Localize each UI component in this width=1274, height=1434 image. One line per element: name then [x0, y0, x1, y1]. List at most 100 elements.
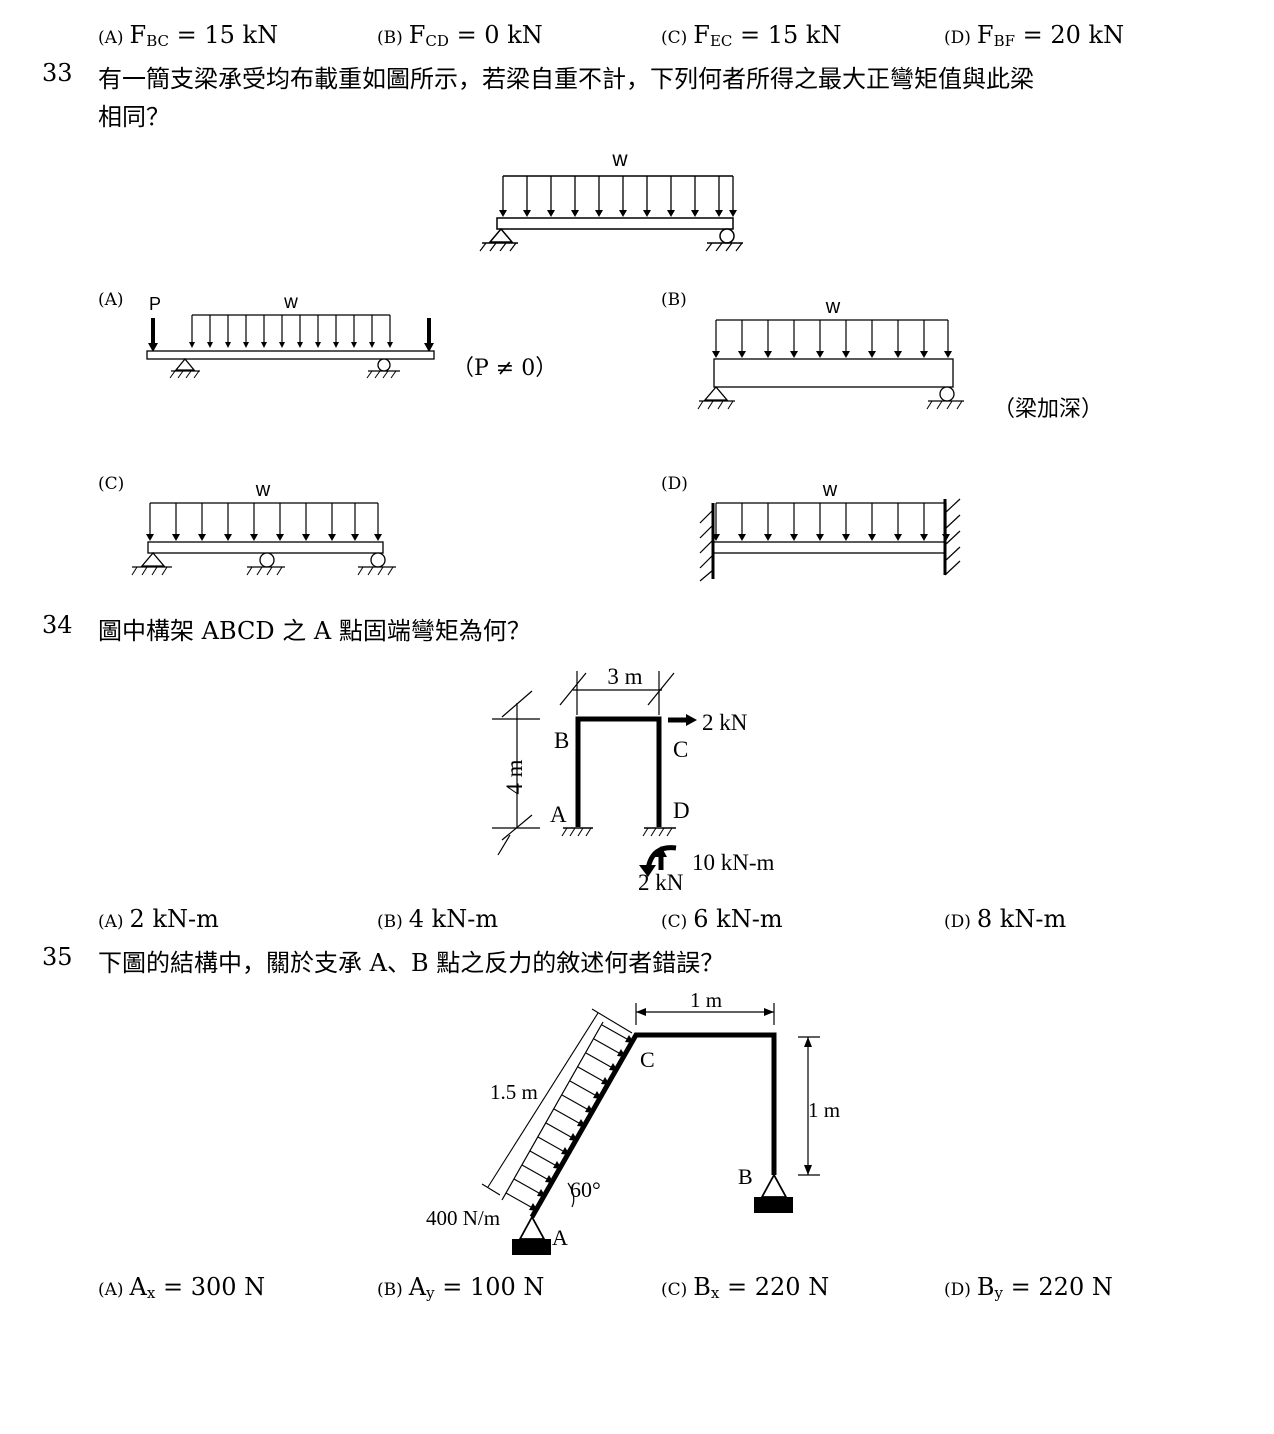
option-text: = 220 N — [1003, 1273, 1113, 1301]
option-text: = 0 kN — [448, 21, 543, 49]
option-text: = 220 N — [719, 1273, 830, 1301]
option-subscript: x — [146, 1284, 156, 1302]
option-text: = 15 kN — [732, 21, 842, 49]
option-marker: (B) — [377, 28, 403, 48]
node-label-b: B — [554, 728, 569, 753]
option-marker: (B) — [377, 912, 403, 932]
option-marker: (C) — [661, 28, 688, 48]
pin-support-b — [760, 1173, 788, 1198]
option-text: 6 kN-m — [693, 905, 783, 933]
q33-option-c[interactable]: (C) — [98, 467, 130, 495]
node-label-c: C — [673, 737, 688, 762]
option-text: 2 kN-m — [129, 905, 219, 933]
load-label: w — [822, 479, 838, 501]
q35-option-a[interactable]: (A)Ax = 300 N — [98, 1273, 265, 1302]
option-marker: (A) — [98, 290, 124, 310]
option-text: F — [976, 21, 994, 49]
option-c-figure: w — [131, 479, 396, 576]
frame-abcd-figure: 3 m 4 m 2 kN B C A D 10 kN-m 2 kN — [492, 664, 775, 895]
option-text: F — [693, 21, 710, 49]
load-envelope — [501, 1021, 604, 1201]
q32-option-d[interactable]: (D)FBF = 20 kN — [944, 21, 1124, 50]
option-marker: (B) — [661, 290, 687, 310]
option-text: A — [408, 1273, 427, 1301]
q34-option-a[interactable]: (A)2 kN-m — [98, 905, 219, 933]
q35-option-c[interactable]: (C)Bx = 220 N — [661, 1273, 829, 1302]
option-marker: (D) — [944, 28, 971, 48]
question-text-continued: 相同？ — [98, 103, 170, 131]
option-a-figure: P w — [146, 292, 435, 379]
beam — [496, 217, 734, 230]
option-marker: (C) — [661, 912, 688, 932]
option-marker: (A) — [98, 912, 124, 932]
q32-option-c[interactable]: (C)FEC = 15 kN — [661, 21, 841, 50]
option-marker: (D) — [944, 1280, 971, 1300]
option-subscript: BF — [993, 32, 1015, 50]
dimension-label-right: 1 m — [808, 1098, 840, 1122]
force-label-c: 2 kN — [702, 710, 748, 735]
q35-option-d[interactable]: (D)By = 220 N — [944, 1273, 1113, 1302]
option-text: B — [693, 1273, 711, 1301]
option-subscript: y — [426, 1284, 435, 1302]
node-label-d: D — [673, 798, 690, 823]
option-text: A — [129, 1273, 147, 1301]
q34-option-d[interactable]: (D)8 kN-m — [944, 905, 1066, 933]
load-label: w — [255, 479, 271, 501]
option-subscript: y — [994, 1284, 1004, 1302]
option-a-note: （P ≠ 0） — [452, 356, 558, 381]
q32-option-a[interactable]: (A)FBC = 15 kN — [98, 21, 278, 50]
question-number: 33 — [42, 59, 73, 87]
question-number: 35 — [42, 943, 73, 971]
node-label-a: A — [550, 802, 567, 827]
option-text: = 100 N — [434, 1273, 545, 1301]
q32-option-b[interactable]: (B)FCD = 0 kN — [377, 21, 543, 50]
load-arrows — [502, 176, 734, 215]
question-text: 下圖的結構中，關於支承 A、B 點之反力的敘述何者錯誤？ — [98, 949, 725, 977]
load-label: w — [825, 296, 841, 318]
option-b-figure: w — [697, 296, 964, 410]
dimension-label-top: 3 m — [607, 664, 642, 689]
q34-option-c[interactable]: (C)6 kN-m — [661, 905, 783, 933]
question-number: 34 — [42, 611, 73, 639]
dimension-label-top: 1 m — [690, 988, 722, 1012]
dimension-label-left: 4 m — [502, 759, 527, 794]
option-d-figure: w — [699, 479, 961, 582]
simple-beam-figure: w — [479, 148, 743, 252]
pin-support-a — [518, 1215, 546, 1240]
option-text: = 15 kN — [168, 21, 279, 49]
frame-members — [575, 716, 662, 827]
option-text: = 300 N — [155, 1273, 266, 1301]
option-text: F — [129, 21, 147, 49]
node-label-c: C — [640, 1047, 655, 1072]
load-label: w — [611, 148, 628, 171]
load-label: 400 N/m — [426, 1206, 500, 1230]
q35-option-b[interactable]: (B)Ay = 100 N — [377, 1273, 544, 1302]
option-subscript: EC — [709, 32, 733, 50]
option-subscript: CD — [425, 32, 449, 50]
option-text: 8 kN-m — [976, 905, 1067, 933]
pin-support — [488, 227, 514, 243]
q33-option-b[interactable]: (B) — [661, 283, 693, 311]
option-marker: (A) — [98, 28, 124, 48]
option-subscript: BC — [146, 32, 169, 50]
inclined-frame-figure: 1 m 1 m 1.5 m 60° 400 N/m A B C — [426, 988, 840, 1255]
load-label: w — [283, 292, 298, 313]
q34-option-b[interactable]: (B)4 kN-m — [377, 905, 498, 933]
question-text: 有一簡支梁承受均布載重如圖所示，若梁自重不計，下列何者所得之最大正彎矩值與此梁 — [98, 65, 1034, 93]
option-subscript: x — [710, 1284, 720, 1302]
force-label-d: 2 kN — [638, 870, 684, 895]
node-label-b: B — [738, 1164, 753, 1189]
option-text: = 20 kN — [1015, 21, 1125, 49]
q33-option-a[interactable]: (A) — [98, 283, 130, 311]
option-marker: (C) — [98, 474, 125, 494]
option-marker: (B) — [377, 1280, 403, 1300]
node-label-a: A — [552, 1225, 568, 1250]
question-text: 圖中構架 ABCD 之 A 點固端彎矩為何？ — [98, 617, 531, 645]
q33-option-d[interactable]: (D) — [661, 467, 694, 495]
option-marker: (D) — [944, 912, 971, 932]
option-marker: (A) — [98, 1280, 124, 1300]
deep-beam — [713, 358, 954, 388]
option-marker: (D) — [661, 474, 688, 494]
dimension-label-inclined: 1.5 m — [490, 1080, 538, 1104]
roller-support — [719, 228, 735, 244]
